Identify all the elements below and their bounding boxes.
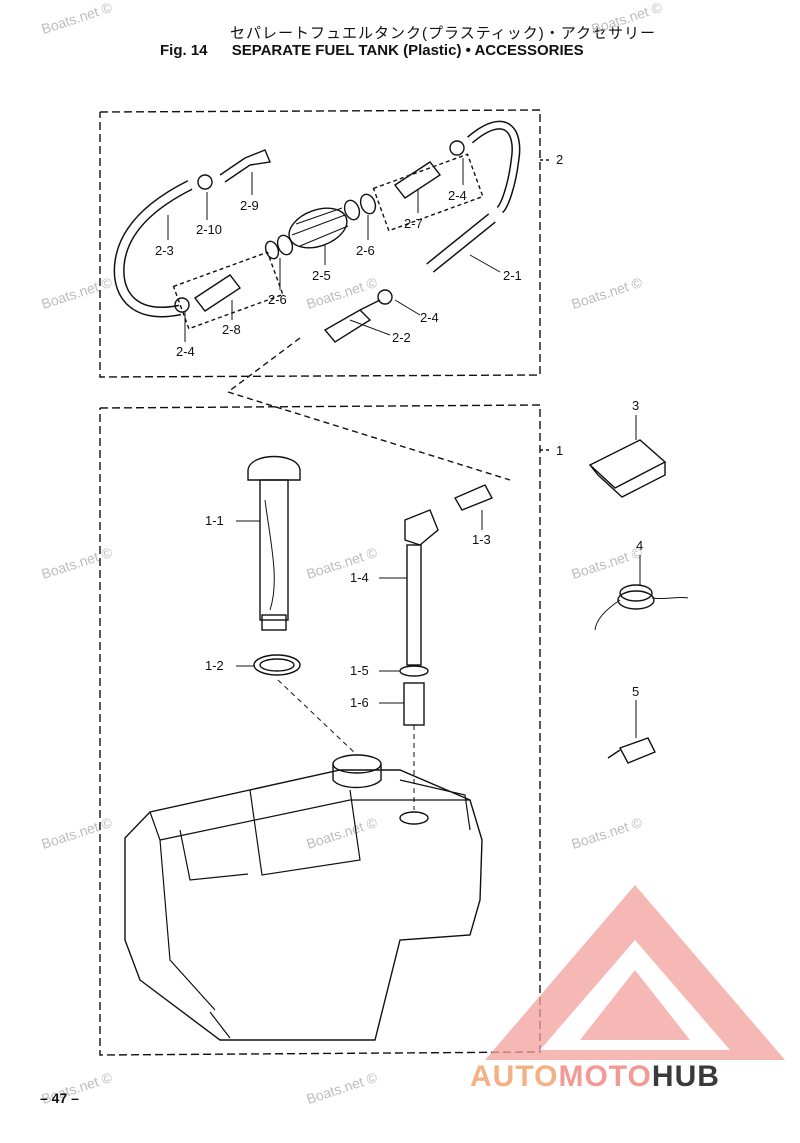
fuel-gauge [247,455,301,481]
label-4: 4 [636,538,644,553]
label-2-10: 2-10 [196,222,223,237]
label-2: 2 [556,152,564,167]
label-2-7: 2-7 [404,216,423,231]
label-1-3: 1-3 [472,532,491,547]
label-2-4: 2-4 [420,310,439,325]
label-1-4: 1-4 [350,570,369,585]
figure-title-english: SEPARATE FUEL TANK (Plastic) • ACCESSORI… [231,42,584,59]
accessory-5 [607,737,656,764]
label-2-5: 2-5 [312,268,331,283]
label-2-4: 2-4 [448,188,467,203]
accessory-4 [617,590,655,610]
label-2-3: 2-3 [155,243,174,258]
group-box-2 [99,109,541,378]
label-3: 3 [632,398,640,413]
logo-wordmark: AUTOMOTOHUB [470,1060,720,1094]
label-1-2: 1-2 [205,658,224,673]
figure-title: Fig. 14 SEPARATE FUEL TANK (Plastic) • A… [160,42,584,59]
label-5: 5 [632,684,640,699]
filter-1-6 [403,682,425,726]
label-2-9: 2-9 [240,198,259,213]
label-1-6: 1-6 [350,695,369,710]
page-number: – 47 – [40,1090,79,1106]
logo-text-moto: MOTO [558,1060,652,1093]
label-2-2: 2-2 [392,330,411,345]
hose-route-line [226,337,511,481]
logo-text-hub: HUB [651,1060,720,1093]
logo-text-auto: AUTO [470,1060,559,1093]
fitting-1-3 [453,484,493,511]
pickup-tube [406,544,422,666]
automotohub-logo [485,885,785,1060]
elbow [404,509,439,546]
valve-2-7 [393,161,442,199]
label-2-6: 2-6 [356,243,375,258]
label-1-5: 1-5 [350,663,369,678]
label-1-1: 1-1 [205,513,224,528]
label-2-4: 2-4 [176,344,195,359]
fuel-tank [124,769,483,1041]
connector-2-2 [323,299,381,343]
label-2-8: 2-8 [222,322,241,337]
figure-number: Fig. 14 [160,42,208,59]
connector-2-9 [219,149,271,183]
valve-2-8 [193,274,242,312]
label-2-1: 2-1 [503,268,522,283]
title-japanese: セパレートフュエルタンク(プラスティック)・アクセサリー [230,25,657,42]
o-ring-1-5 [399,665,429,677]
gasket-1-2 [253,654,301,676]
label-2-6: 2-6 [268,292,287,307]
label-1: 1 [556,443,564,458]
